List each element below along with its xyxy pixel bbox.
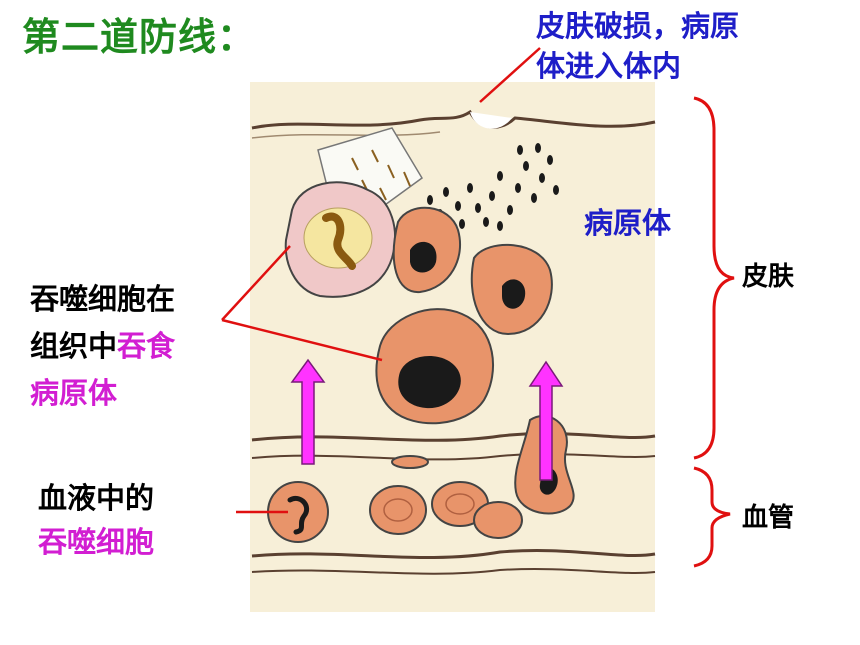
tissue-phagocyte-2-nucleus bbox=[502, 279, 526, 309]
red-blood-cells bbox=[369, 455, 523, 539]
skin-brace bbox=[693, 96, 735, 460]
tissue-phagocyte-3-nucleus bbox=[398, 355, 461, 409]
red-blood-cell-centers bbox=[383, 493, 475, 522]
skin-label: 皮肤 bbox=[742, 262, 795, 292]
migration-arrow-right bbox=[528, 360, 564, 481]
vessel-lower-wall bbox=[251, 549, 656, 560]
tissue-phagocyte-label: 吞噬细胞在 组织中吞食 病原体 bbox=[30, 276, 175, 417]
skin-break-leader bbox=[479, 47, 541, 103]
wound-gap bbox=[470, 112, 512, 129]
skin-surface-line-2 bbox=[251, 131, 441, 139]
skin-surface-line bbox=[251, 109, 656, 130]
skin-break-callout: 皮肤破损，病原 体进入体内 bbox=[536, 6, 739, 86]
blood-phagocyte-line-1: 血液中的 bbox=[38, 481, 155, 515]
vessel-upper-wall bbox=[251, 431, 656, 442]
engulfed-bacterium bbox=[322, 212, 356, 270]
blood-phagocyte-line-2: 吞噬细胞 bbox=[38, 525, 155, 559]
vessel-lower-wall-2 bbox=[251, 568, 656, 575]
tissue-phagocyte-line-2-b: 吞食 bbox=[117, 329, 176, 363]
tissue-leader-a bbox=[221, 245, 291, 321]
tissue-phagocyte-1-nucleus bbox=[410, 241, 437, 273]
skin-break-line-1: 皮肤破损，病原 bbox=[536, 9, 740, 43]
pathogen-label: 病原体 bbox=[584, 206, 672, 240]
blood-phagocyte-label: 血液中的 吞噬细胞 bbox=[38, 476, 154, 564]
tissue-phagocyte-line-3: 病原体 bbox=[30, 376, 118, 410]
migration-arrow-left bbox=[290, 358, 326, 465]
blood-vessel-label: 血管 bbox=[742, 503, 795, 533]
vessel-upper-wall-2 bbox=[251, 453, 656, 461]
page-title: 第二道防线： bbox=[22, 15, 257, 59]
skin-break-line-2: 体进入体内 bbox=[536, 49, 682, 83]
tissue-phagocyte-line-1: 吞噬细胞在 bbox=[30, 282, 176, 316]
tissue-phagocytes bbox=[375, 206, 553, 425]
pathogen-cluster bbox=[427, 143, 559, 231]
blood-phagocyte-nucleus bbox=[287, 496, 310, 535]
tissue-leader-b bbox=[221, 318, 383, 362]
tissue-phagocyte-line-2: 组织中吞食 bbox=[30, 323, 175, 370]
tissue-phagocyte-line-2-a: 组织中 bbox=[30, 329, 118, 363]
vessel-brace bbox=[693, 466, 731, 568]
